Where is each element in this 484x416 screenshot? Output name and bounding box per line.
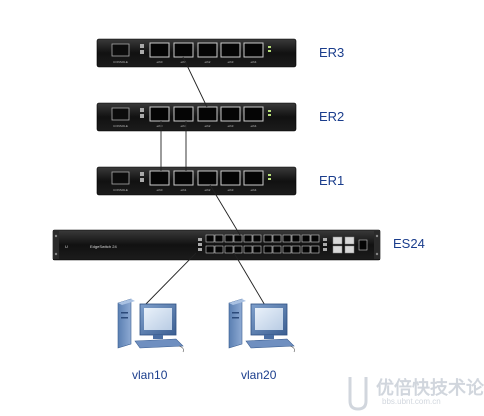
- er2-eth4-label: eth4: [251, 124, 257, 128]
- er2-eth2-label: eth2: [205, 124, 211, 128]
- router-label-er3: ER3: [319, 45, 345, 60]
- er1-eth3-label: eth3: [228, 188, 234, 192]
- er1-eth4-label: eth4: [251, 188, 257, 192]
- er3-console-label: CONSOLE: [113, 60, 128, 64]
- watermark: 优倍快技术论坛 bbs.ubnt.com.cn: [344, 369, 484, 413]
- computer-icon: [228, 298, 295, 353]
- er3-eth4-label: eth4: [251, 60, 257, 64]
- router-er2: [96, 102, 297, 132]
- cable-switch-to-vlan10-pc: [142, 252, 197, 308]
- er1-eth2-label: eth2: [205, 188, 211, 192]
- router-label-er2: ER2: [319, 109, 345, 124]
- er3-eth2-label: eth2: [205, 60, 211, 64]
- svg-text:U: U: [65, 244, 68, 249]
- computer-label-vlan10: vlan10: [132, 368, 168, 382]
- cable-switch-to-vlan20-pc: [233, 252, 267, 308]
- router-label-er1: ER1: [319, 173, 345, 188]
- er2-console-label: CONSOLE: [113, 124, 128, 128]
- router-er1: [96, 166, 297, 196]
- er2-eth1-label: eth1: [181, 124, 187, 128]
- cable-er3-eth1-to-er2-eth2: [182, 56, 208, 108]
- watermark-logo-icon: [348, 377, 368, 411]
- cable-er1-eth2-to-switch: [209, 184, 241, 236]
- er3-eth3-label: eth3: [228, 60, 234, 64]
- er1-eth0-label: eth0: [157, 188, 163, 192]
- er2-eth0-label: eth0: [157, 124, 163, 128]
- er1-console-label: CONSOLE: [113, 188, 128, 192]
- er2-eth3-label: eth3: [228, 124, 234, 128]
- computer-icon: [117, 298, 184, 353]
- switch-es24: U: [52, 229, 381, 261]
- computer-label-vlan20: vlan20: [241, 368, 277, 382]
- er1-eth1-label: eth1: [181, 188, 187, 192]
- switch-model-label: EdgeSwitch 24: [90, 244, 117, 249]
- watermark-text: 优倍快技术论坛: [376, 378, 484, 399]
- router-er3: [96, 38, 297, 68]
- switch-label-es24: ES24: [393, 236, 425, 251]
- er3-eth1-label: eth1: [181, 60, 187, 64]
- watermark-url: bbs.ubnt.com.cn: [382, 397, 441, 406]
- cables: [142, 56, 267, 308]
- er3-eth0-label: eth0: [157, 60, 163, 64]
